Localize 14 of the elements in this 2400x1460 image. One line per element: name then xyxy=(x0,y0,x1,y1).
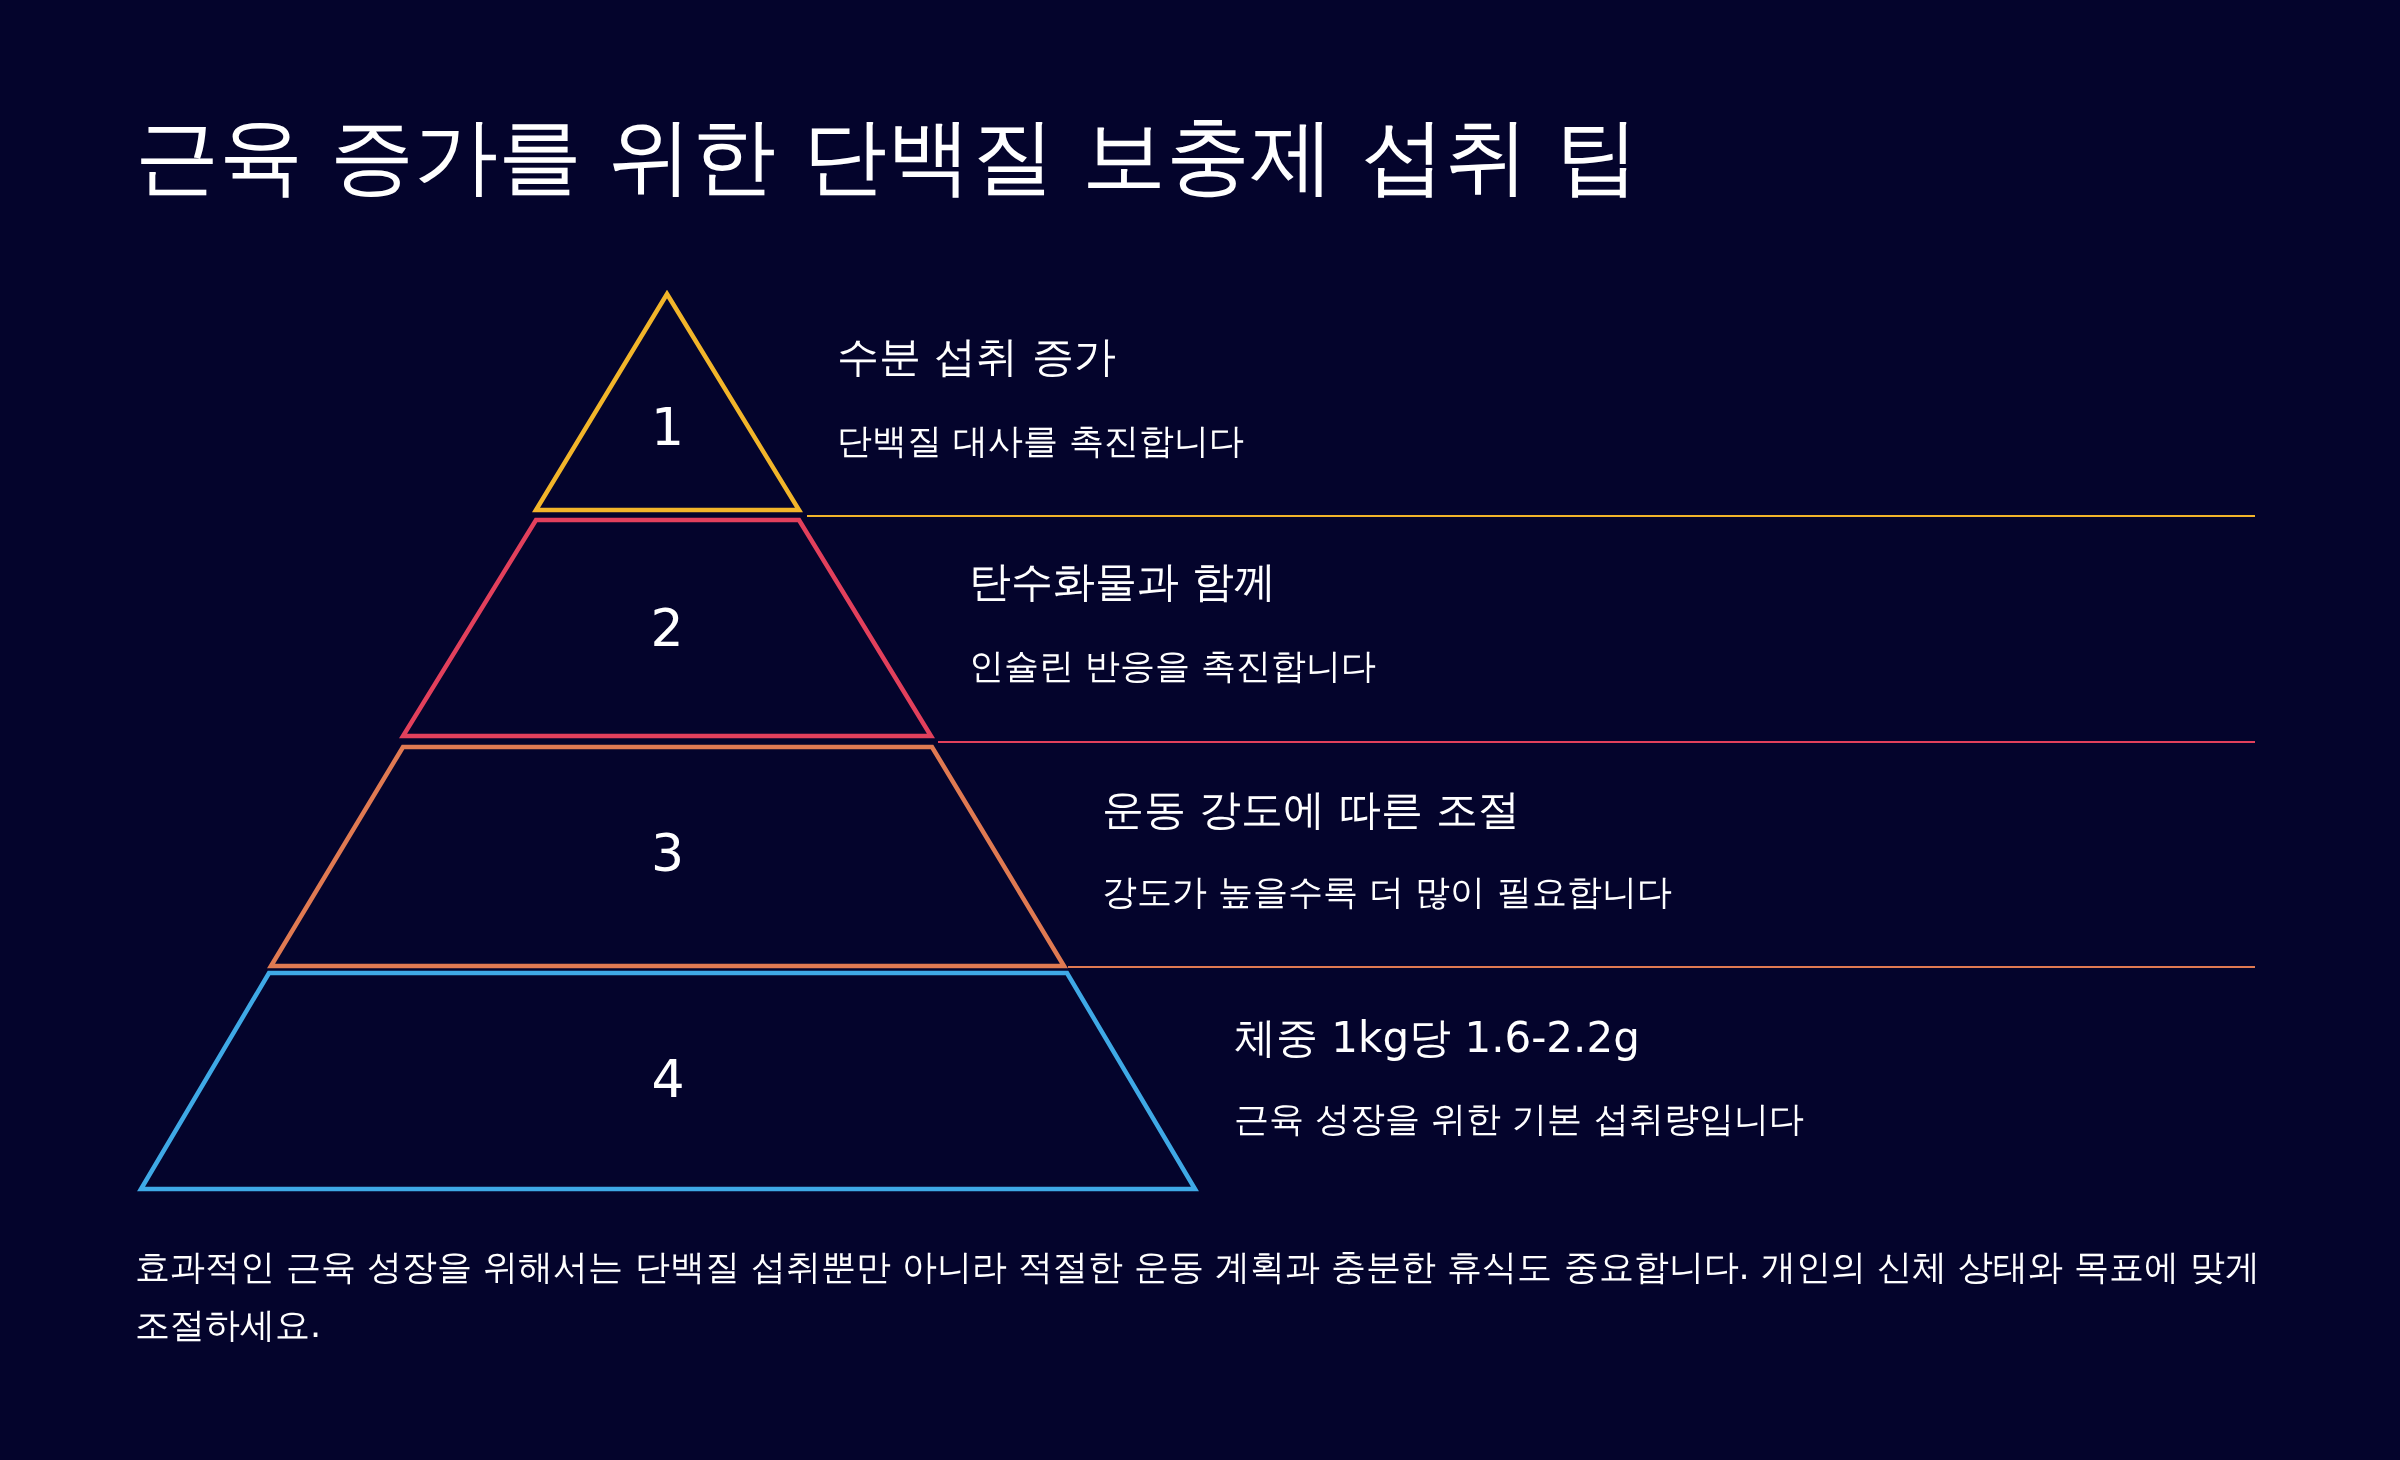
tier-heading: 운동 강도에 따른 조절 xyxy=(1102,785,1521,835)
tier-heading: 탄수화물과 함께 xyxy=(969,557,1277,607)
tier-heading: 수분 섭취 증가 xyxy=(837,332,1116,382)
tier-number: 3 xyxy=(649,823,686,883)
tier-number: 2 xyxy=(649,598,685,658)
tier-number: 1 xyxy=(649,397,686,457)
tier-heading: 체중 1kg당 1.6-2.2g xyxy=(1234,1013,1640,1063)
tier-description: 강도가 높을수록 더 많이 필요합니다 xyxy=(1102,871,1672,914)
title: 근육 증가를 위한 단백질 보충제 섭취 팁 xyxy=(135,106,1640,207)
tier-number: 4 xyxy=(650,1049,686,1109)
tier-description: 단백질 대사를 촉진합니다 xyxy=(837,420,1245,463)
tier-description: 인슐린 반응을 촉진합니다 xyxy=(969,645,1377,688)
caption: 효과적인 근육 성장을 위해서는 단백질 섭취뿐만 아니라 적절한 운동 계획과 충분한 휴식도 중요합니다. 개인의 신체 상태와 목표에 맞게 조절하세요. xyxy=(135,1246,2262,1347)
tier-description: 근육 성장을 위한 기본 섭취량입니다 xyxy=(1234,1098,1804,1141)
